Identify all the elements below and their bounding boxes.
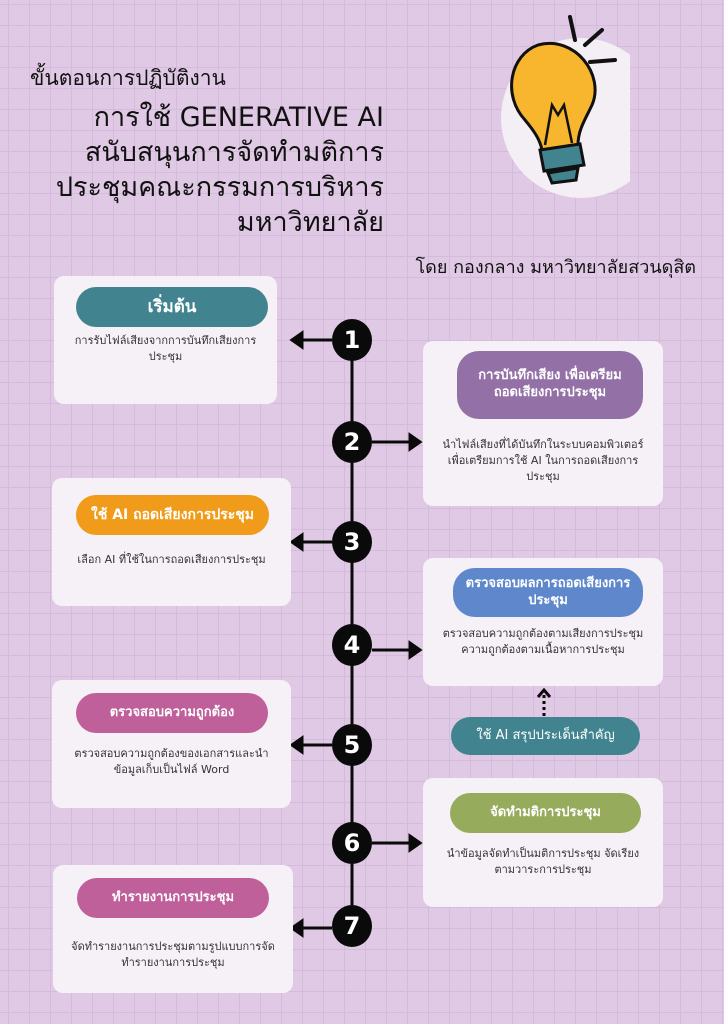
step-card-7: ทำรายงานการประชุม จัดทำรายงานการประชุมตา…: [53, 865, 293, 993]
step-title-4: ตรวจสอบผลการถอดเสียงการประชุม: [453, 568, 643, 617]
title-line-1: ขั้นตอนการปฏิบัติงาน: [30, 66, 226, 90]
step-number-4: 4: [332, 624, 372, 666]
step-card-4: ตรวจสอบผลการถอดเสียงการประชุม ตรวจสอบควา…: [423, 558, 663, 686]
title-line-4: ประชุมคณะกรรมการบริหาร: [55, 172, 384, 203]
step-number-6: 6: [332, 822, 372, 864]
step-number-5: 5: [332, 724, 372, 766]
title-line-2: การใช้ GENERATIVE AI: [93, 102, 384, 133]
step-card-1: เริ่มต้น การรับไฟล์เสียงจากการบันทึกเสีย…: [54, 276, 277, 404]
step-desc-6: นำข้อมูลจัดทำเป็นมติการประชุม จัดเรียงตา…: [446, 847, 640, 876]
step-desc-5: ตรวจสอบความถูกต้องของเอกสารและนำข้อมูลเก…: [74, 747, 269, 776]
step-desc-1: การรับไฟล์เสียงจากการบันทึกเสียงการประชุ…: [74, 334, 257, 363]
step-title-1: เริ่มต้น: [76, 287, 268, 327]
ai-summary-pill: ใช้ AI สรุปประเด็นสำคัญ: [451, 717, 640, 755]
title-line-3: สนับสนุนการจัดทำมติการ: [84, 137, 384, 168]
step-title-2: การบันทึกเสียง เพื่อเตรียมถอดเสียงการประ…: [457, 351, 643, 419]
step-number-7: 7: [332, 905, 372, 947]
step-desc-4: ตรวจสอบความถูกต้องตามเสียงการประชุม ความ…: [442, 627, 644, 656]
step-desc-7: จัดทำรายงานการประชุมตามรูปแบบการจัดทำราย…: [71, 940, 275, 969]
step-number-1: 1: [332, 319, 372, 361]
step-card-3: ใช้ AI ถอดเสียงการประชุม เลือก AI ที่ใช้…: [52, 478, 291, 606]
author: โดย กองกลาง มหาวิทยาลัยสวนดุสิต: [415, 257, 696, 278]
step-title-7: ทำรายงานการประชุม: [77, 878, 269, 918]
step-title-3: ใช้ AI ถอดเสียงการประชุม: [76, 495, 269, 535]
step-number-2: 2: [332, 421, 372, 463]
title-line-5: มหาวิทยาลัย: [236, 207, 384, 238]
step-title-5: ตรวจสอบความถูกต้อง: [76, 693, 268, 733]
lightbulb-icon: [501, 15, 630, 198]
step-card-5: ตรวจสอบความถูกต้อง ตรวจสอบความถูกต้องของ…: [52, 680, 291, 808]
step-title-6: จัดทำมติการประชุม: [450, 793, 641, 833]
step-desc-2: นำไฟล์เสียงที่ได้บันทึกในระบบคอมพิวเตอร์…: [442, 438, 644, 483]
step-number-3: 3: [332, 521, 372, 563]
step-card-2: การบันทึกเสียง เพื่อเตรียมถอดเสียงการประ…: [423, 341, 663, 506]
step-desc-3: เลือก AI ที่ใช้ในการถอดเสียงการประชุม: [77, 553, 266, 566]
step-card-6: จัดทำมติการประชุม นำข้อมูลจัดทำเป็นมติกา…: [423, 778, 663, 907]
